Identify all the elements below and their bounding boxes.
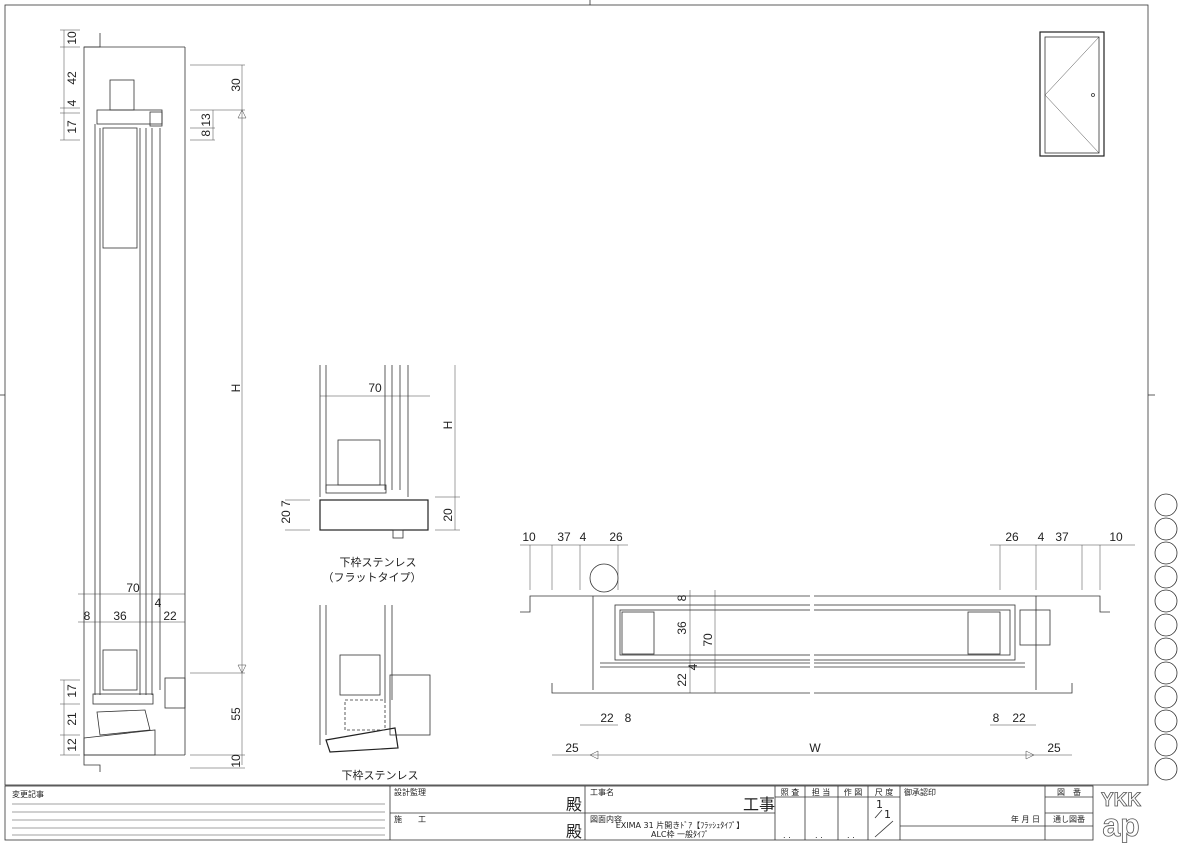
caption-flat-type: （フラットタイプ） xyxy=(323,571,422,584)
dim-width-22: 22 xyxy=(163,609,177,623)
dim-width-4: 4 xyxy=(155,596,162,610)
plan-top-left-37: 37 xyxy=(557,530,571,544)
plan-overall-25-left: 25 xyxy=(565,741,579,755)
plan-vertical-4: 4 xyxy=(686,663,700,670)
design-supervision-label: 設計監理 xyxy=(394,787,426,797)
drawing-content-line-2: ALC枠 一般ﾀｲﾌﾟ xyxy=(651,829,709,839)
drawing-content-label: 図面内容 xyxy=(590,814,622,824)
dim-width-8: 8 xyxy=(84,609,91,623)
dim-width-70: 70 xyxy=(126,581,140,595)
drawing-number-label: 図 番 xyxy=(1057,787,1081,797)
plan-vertical-70: 70 xyxy=(701,633,715,647)
plan-bottom-left-22: 22 xyxy=(600,711,614,725)
dim-right-bottom-55: 55 xyxy=(229,707,243,721)
plan-overall-25-right: 25 xyxy=(1047,741,1061,755)
horizontal-section-drawing xyxy=(520,544,1135,760)
dim-left-top-10: 10 xyxy=(65,31,79,45)
sill-flat-dim-right: 20 xyxy=(441,508,455,522)
dim-right-top-30: 30 xyxy=(229,78,243,92)
approval-label: 御承認印 xyxy=(904,787,936,797)
plan-top-right-37: 37 xyxy=(1055,530,1069,544)
revision-label: 変更記事 xyxy=(12,789,44,799)
reference-circles xyxy=(1154,493,1178,781)
vertical-section-drawing xyxy=(60,29,247,772)
plan-vertical-8: 8 xyxy=(675,594,689,601)
svg-text:YKK: YKK xyxy=(1101,790,1141,811)
project-name-label: 工事名 xyxy=(590,787,614,797)
plan-top-left-10: 10 xyxy=(522,530,536,544)
in-charge-label: 担 当 xyxy=(812,787,831,797)
dim-left-top-4: 4 xyxy=(65,99,79,106)
scale-label: 尺 度 xyxy=(875,787,894,797)
dim-left-bottom-12: 12 xyxy=(65,738,79,752)
plan-top-right-10: 10 xyxy=(1109,530,1123,544)
sill-stainless-drawing xyxy=(319,605,431,753)
construction-label: 施 工 xyxy=(394,814,426,824)
sill-flat-dim-left: 20 7 xyxy=(279,500,293,524)
dim-left-top-17: 17 xyxy=(65,120,79,134)
svg-text:ap: ap xyxy=(1102,807,1139,843)
date-label: 年 月 日 xyxy=(1011,814,1040,824)
drafted-label: 作 図 xyxy=(844,787,863,797)
plan-top-right-4: 4 xyxy=(1038,530,1045,544)
dim-left-bottom-21: 21 xyxy=(65,712,79,726)
dim-left-top-42: 42 xyxy=(65,71,79,85)
in-charge-dots: . . xyxy=(815,831,823,840)
dim-height-h: H xyxy=(229,384,243,393)
scale-denominator: 1 xyxy=(884,808,891,821)
sheet-border xyxy=(4,4,1149,786)
check-dots: . . xyxy=(783,831,791,840)
sill-flat-height-h: H xyxy=(441,421,455,430)
project-suffix: 工事 xyxy=(743,795,775,814)
plan-bottom-right-22: 22 xyxy=(1012,711,1026,725)
dim-left-bottom-17: 17 xyxy=(65,684,79,698)
caption-sill-stainless: 下枠ステンレス xyxy=(342,768,419,782)
sill-flat-type-drawing xyxy=(285,365,460,539)
plan-bottom-left-8: 8 xyxy=(625,711,632,725)
drawing-content-line-1: EXIMA 31 片開きﾄﾞｱ【ﾌﾗｯｼｭﾀｲﾌﾟ】 xyxy=(616,820,745,830)
plan-top-left-26: 26 xyxy=(609,530,623,544)
plan-vertical-36: 36 xyxy=(675,621,689,635)
ykk-ap-logo: YKK ap xyxy=(1101,790,1142,843)
plan-top-left-4: 4 xyxy=(580,530,587,544)
plan-bottom-right-8: 8 xyxy=(993,711,1000,725)
door-elevation-icon xyxy=(1039,31,1105,157)
title-block xyxy=(4,785,1094,841)
design-supervision-honorific: 殿 xyxy=(566,795,582,814)
sill-flat-width-70: 70 xyxy=(368,381,382,395)
dim-right-bottom-10: 10 xyxy=(229,754,243,768)
serial-number-label: 通し図番 xyxy=(1053,814,1085,824)
dim-width-36: 36 xyxy=(113,609,127,623)
dim-right-top-8-13: 8 13 xyxy=(199,113,213,137)
plan-overall-w: W xyxy=(809,741,821,755)
plan-vertical-22: 22 xyxy=(675,673,689,687)
scale-numerator: 1 xyxy=(876,798,883,811)
construction-honorific: 殿 xyxy=(566,822,582,841)
caption-sill-stainless-flat: 下枠ステンレス xyxy=(340,555,417,569)
check-label: 照 査 xyxy=(781,787,800,797)
plan-top-right-26: 26 xyxy=(1005,530,1019,544)
drafted-dots: . . xyxy=(847,831,855,840)
